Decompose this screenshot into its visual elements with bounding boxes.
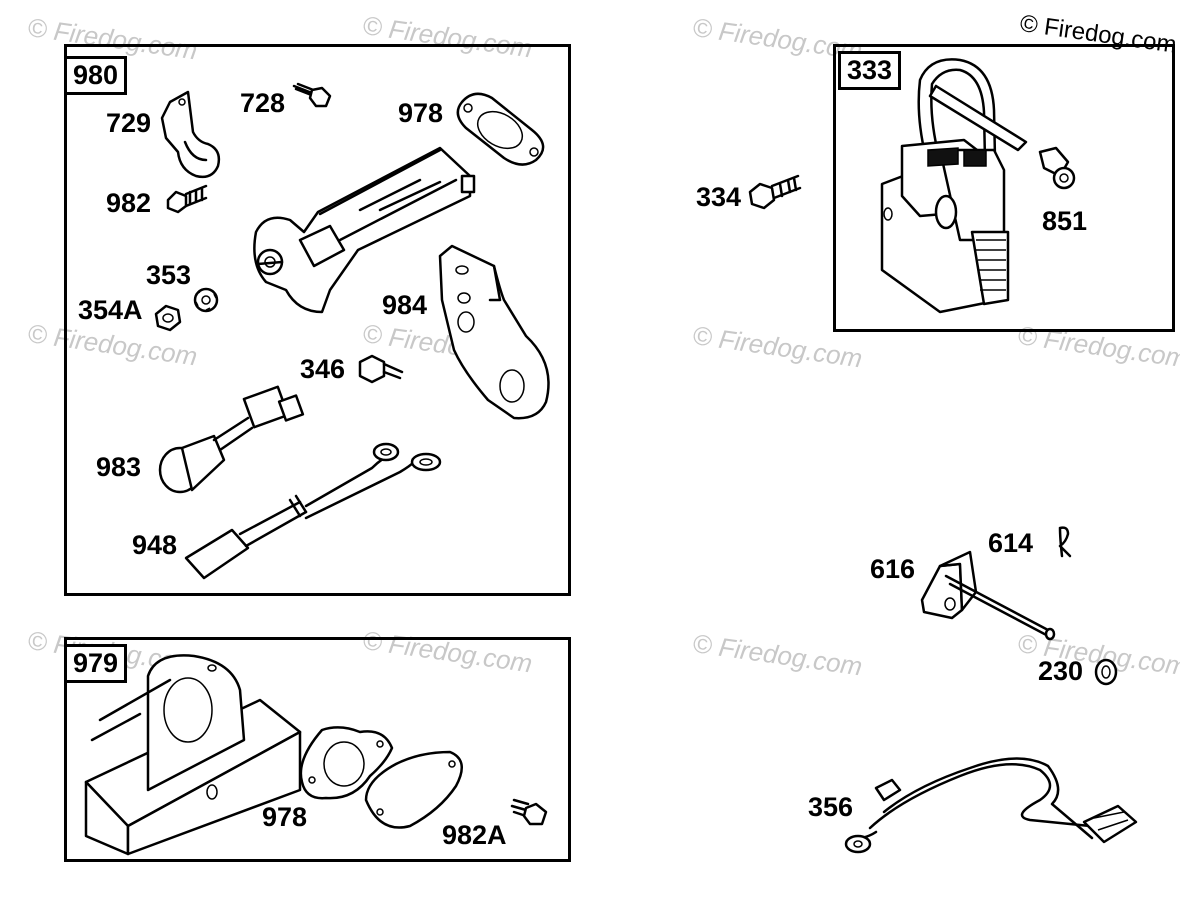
gasket-lower-drawing bbox=[299, 726, 394, 800]
part-label-354A: 354A bbox=[78, 295, 143, 325]
spark-plug-terminal-drawing bbox=[1038, 146, 1076, 190]
part-label-346: 346 bbox=[300, 354, 346, 384]
part-label-616: 616 bbox=[870, 554, 916, 584]
wire-harness-drawing bbox=[844, 757, 1138, 854]
blanking-plate-drawing bbox=[364, 750, 463, 829]
part-label-982A: 982A bbox=[442, 820, 507, 850]
part-label-983: 983 bbox=[96, 452, 142, 482]
lock-washer-drawing bbox=[193, 287, 219, 313]
bolt-drawing bbox=[166, 184, 208, 214]
armature-drawing bbox=[880, 58, 1028, 314]
group-980-frame bbox=[64, 44, 571, 596]
clamp-drawing bbox=[160, 90, 221, 179]
part-label-729: 729 bbox=[106, 108, 152, 138]
part-label-353: 353 bbox=[146, 260, 192, 290]
part-label-978-top: 978 bbox=[398, 98, 444, 128]
screw-drawing bbox=[292, 82, 332, 108]
bracket-drawing bbox=[438, 244, 550, 420]
group-333-frame bbox=[833, 44, 1175, 332]
washer-drawing bbox=[1094, 658, 1118, 686]
igniter-assembly-drawing bbox=[253, 146, 476, 314]
part-label-984: 984 bbox=[382, 290, 428, 320]
part-label-851: 851 bbox=[1042, 206, 1088, 236]
group-980-tag: 980 bbox=[64, 56, 128, 95]
nut-drawing bbox=[154, 304, 182, 332]
screw-334-drawing bbox=[748, 174, 802, 210]
link-rod-drawing bbox=[920, 550, 1056, 641]
group-979-frame bbox=[64, 637, 571, 862]
part-label-982: 982 bbox=[106, 188, 152, 218]
switch-drawing bbox=[158, 385, 305, 494]
part-label-356: 356 bbox=[808, 792, 854, 822]
hairpin-clip-drawing bbox=[1058, 526, 1072, 558]
part-label-978-lower: 978 bbox=[262, 802, 308, 832]
group-333-tag: 333 bbox=[838, 51, 902, 90]
gasket-top-drawing bbox=[456, 92, 545, 166]
part-label-614: 614 bbox=[988, 528, 1034, 558]
part-label-728: 728 bbox=[240, 88, 286, 118]
group-979-tag: 979 bbox=[64, 644, 128, 683]
screw-982A-drawing bbox=[510, 798, 548, 826]
mount-block-drawing bbox=[84, 654, 302, 856]
part-label-948: 948 bbox=[132, 530, 178, 560]
lead-wire-drawing bbox=[184, 442, 442, 580]
part-label-334: 334 bbox=[696, 182, 742, 212]
screw-346-drawing bbox=[358, 354, 404, 384]
part-label-230: 230 bbox=[1038, 656, 1084, 686]
